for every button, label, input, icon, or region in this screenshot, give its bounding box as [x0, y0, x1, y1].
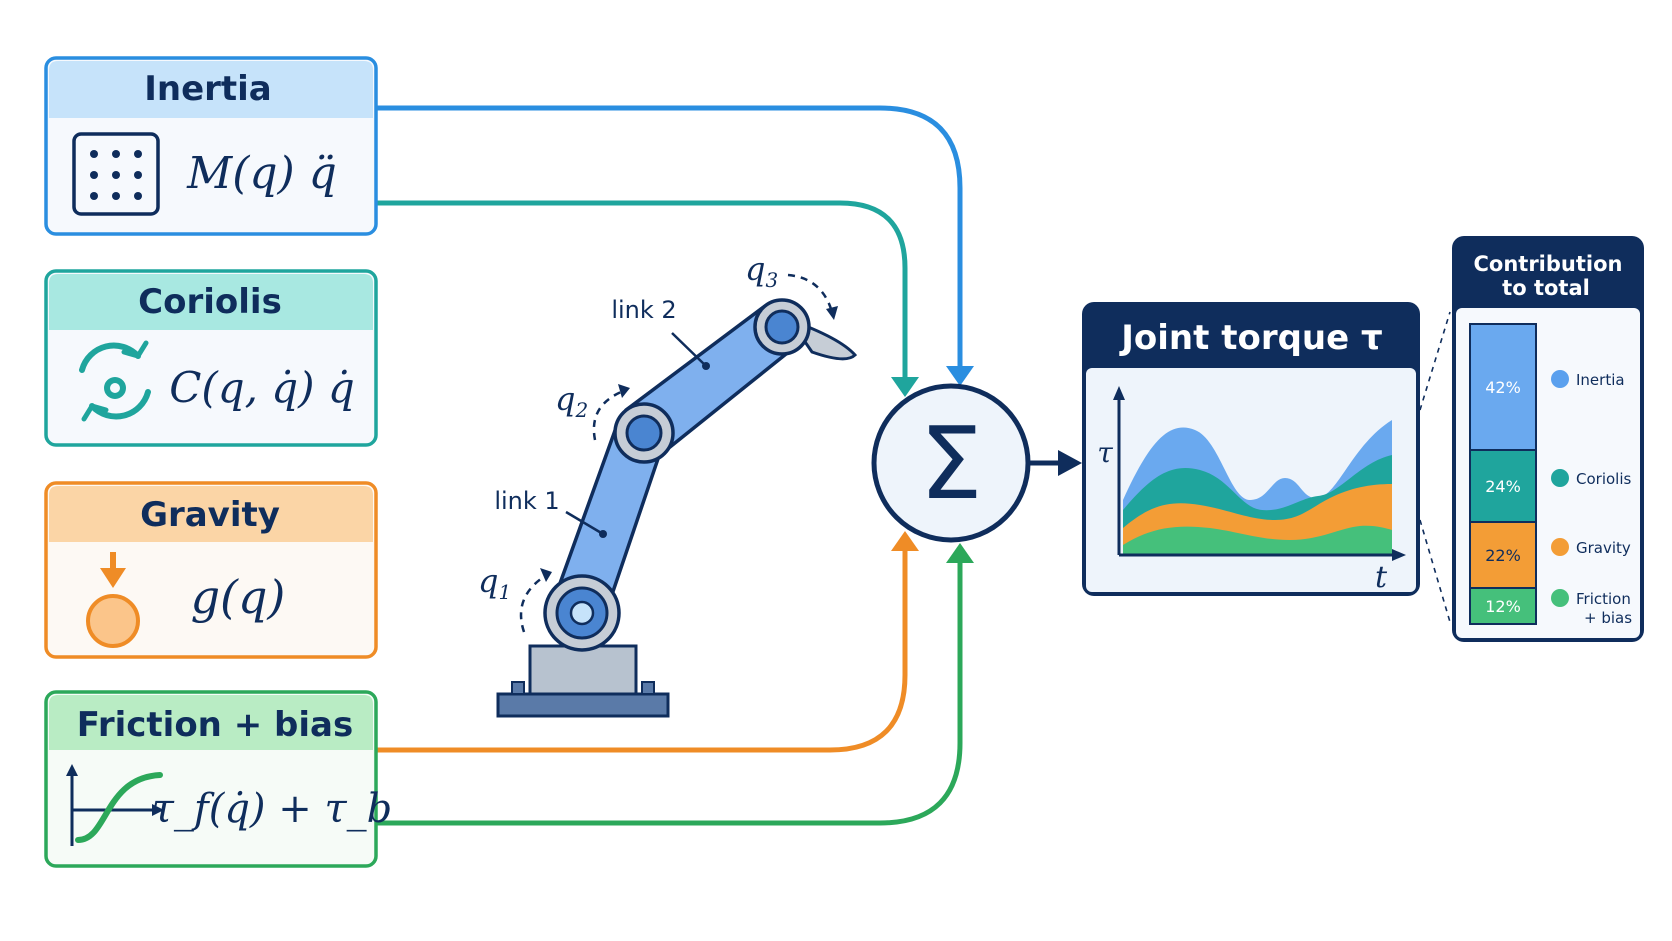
friction-arrowhead	[946, 543, 974, 563]
inertia-card: Inertia M(q) q̈	[44, 56, 378, 236]
legend-dot-friction	[1551, 589, 1569, 607]
friction-title: Friction + bias	[77, 705, 353, 745]
connectors	[370, 105, 1082, 826]
link-1-label: link 1	[494, 487, 559, 515]
zoom-line-top	[1419, 311, 1451, 411]
torque-y-axis-label: τ	[1097, 436, 1113, 469]
robot-base-pedestal	[528, 644, 638, 696]
robot-arm: link 1 link 2 q1 q2 q3	[478, 250, 858, 718]
sum-output-arrowhead	[1058, 450, 1082, 476]
link-2-label: link 2	[611, 296, 676, 324]
robot-joint-2	[613, 402, 675, 464]
bar-label-inertia: 42%	[1485, 378, 1521, 397]
sum-symbol: Σ	[919, 405, 982, 522]
friction-curve-icon	[66, 764, 164, 846]
q3-label: q3	[745, 250, 778, 292]
q3-rotation-arc	[787, 273, 834, 313]
matrix-icon	[72, 132, 160, 216]
gravity-formula: g(q)	[191, 570, 286, 624]
inertia-connector	[370, 105, 963, 370]
robot-joint-3	[753, 298, 811, 356]
coriolis-connector	[370, 200, 908, 380]
contribution-title-line-2: to total	[1502, 276, 1590, 300]
q2-label: q2	[555, 380, 588, 422]
friction-card: Friction + bias τ_f(q̇) + τ_b	[44, 690, 392, 868]
contribution-stacked-bar: 42% 24% 22% 12%	[1469, 323, 1537, 625]
friction-formula: τ_f(q̇) + τ_b	[152, 786, 392, 832]
bar-segment-inertia	[1469, 323, 1537, 451]
q2-rotation-arc	[592, 388, 627, 441]
legend-dot-gravity	[1551, 538, 1569, 556]
torque-stack-chart	[1123, 420, 1392, 555]
friction-connector	[370, 560, 963, 826]
gravity-title: Gravity	[140, 495, 280, 535]
rotation-icon	[79, 340, 151, 422]
inertia-title: Inertia	[144, 69, 272, 109]
gravity-weight-icon	[86, 552, 140, 648]
q1-rotation-arc	[519, 572, 549, 633]
robot-joint-1	[543, 574, 621, 652]
bar-label-coriolis: 24%	[1485, 477, 1521, 496]
inertia-arrowhead	[946, 366, 974, 386]
gravity-connector	[370, 548, 908, 753]
legend-label-gravity: Gravity	[1576, 539, 1631, 557]
torque-area-friction	[1123, 525, 1392, 555]
legend-label-inertia: Inertia	[1576, 371, 1625, 389]
legend-label-coriolis: Coriolis	[1576, 470, 1631, 488]
bar-segment-gravity	[1469, 521, 1537, 589]
bar-label-gravity: 22%	[1485, 546, 1521, 565]
legend-label-friction: Friction+ bias	[1576, 590, 1632, 627]
gravity-card: Gravity g(q)	[44, 481, 378, 659]
gravity-arrowhead	[891, 531, 919, 551]
legend-dot-coriolis	[1551, 469, 1569, 487]
sum-node: Σ	[871, 383, 1031, 543]
bar-segment-friction	[1469, 587, 1537, 625]
coriolis-title: Coriolis	[138, 282, 282, 322]
legend-dot-inertia	[1551, 370, 1569, 388]
torque-x-axis-label: t	[1375, 560, 1388, 595]
coriolis-formula: C(q, q̇) q̇	[169, 363, 355, 412]
coriolis-card: Coriolis C(q, q̇) q̇	[44, 269, 378, 447]
contribution-title-line-1: Contribution	[1474, 252, 1623, 276]
bar-label-friction: 12%	[1485, 597, 1521, 616]
zoom-line-bottom	[1419, 519, 1451, 623]
robot-base-plate	[496, 692, 670, 718]
coriolis-arrowhead	[891, 377, 919, 397]
joint-torque-title: Joint torque τ	[1119, 318, 1382, 358]
inertia-formula: M(q) q̈	[186, 148, 337, 199]
contribution-panel: Contribution to total 42% 24% 22% 12% Inert…	[1452, 236, 1644, 642]
joint-torque-panel: Joint torque τ τ t	[1082, 302, 1420, 596]
q1-label: q1	[478, 562, 511, 604]
